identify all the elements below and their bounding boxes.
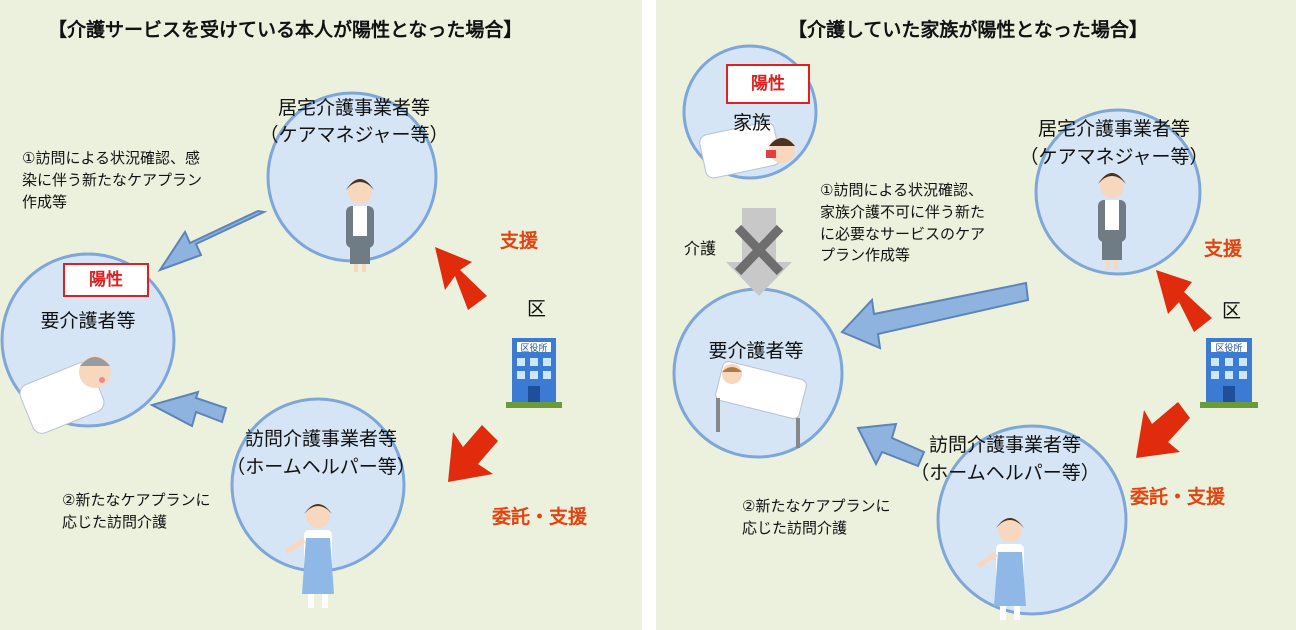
patient-in-bed-figure [19,356,111,434]
family-label: 家族 [732,112,771,134]
note-1: ①訪問による状況確認、感 染に伴う新たなケアプラン 作成等 [22,148,202,213]
right-panel-title: 【介護していた家族が陽性となった場合】 [788,19,1148,41]
care-manager-figure [346,179,374,272]
red-arrow-support [435,247,487,310]
ward-office-building [506,338,562,408]
positive-badge: 陽性 [726,64,810,104]
delegate-support-label: 委託・支援 [1130,486,1226,508]
note-2-line: 応じた訪問介護 [742,518,848,537]
note-1-line: ①訪問による状況確認、 [820,181,983,199]
note-1-line: プラン作成等 [820,246,911,265]
left-diagram-graphics: 区役所 [0,91,562,608]
visit-office-circle [936,424,1128,616]
patient-label: 要介護者等 [40,310,136,332]
care-blocked-arrow [726,208,792,296]
red-arrow-support [1156,270,1212,332]
ward-office-sign: 区役所 [1215,342,1242,354]
visit-office-label-line2: （ホームヘルパー等） [226,456,416,478]
positive-badge: 陽性 [63,263,149,297]
left-panel-title: 【介護サービスを受けている本人が陽性となった場合】 [48,19,523,41]
ward-label: 区 [527,298,547,320]
care-office-label-line2: （ケアマネジャー等） [1019,146,1209,168]
sick-family-figure [699,121,795,179]
blue-arrow-visit-to-patient [149,390,228,428]
note-2: ②新たなケアプランに 応じた訪問介護 [62,490,210,534]
home-helper-figure [284,504,334,608]
ward-office-sign: 区役所 [520,342,547,354]
note-2: ②新たなケアプランに 応じた訪問介護 [742,496,890,540]
blue-arrow-visit-to-patient [856,422,926,468]
visit-office-label-line1: 訪問介護事業者等 [244,428,397,450]
care-office-label-line1: 居宅介護事業者等 [1037,118,1190,140]
note-1: ①訪問による状況確認、 家族介護不可に伴う新た に必要なサービスのケア プラン作… [820,180,985,267]
delegate-support-label: 委託・支援 [492,506,588,528]
blue-arrow-care-to-patient [157,209,268,272]
support-label: 支援 [1204,238,1243,260]
note-1-line: 染に伴う新たなケアプラン [22,170,203,189]
ward-office-building [1200,338,1258,408]
ward-label: 区 [1222,300,1242,322]
note-1-line: 家族介護不可に伴う新た [820,202,986,221]
care-office-label-line1: 居宅介護事業者等 [277,97,430,119]
blue-arrow-care-to-patient [840,281,1030,350]
left-panel: 区役所 【介護サービスを受けている本人が陽性となった場合】 居宅介護事業者等 （… [0,0,642,630]
right-diagram-graphics: 区役所 [672,44,1258,620]
care-label: 介護 [684,239,717,258]
note-1-line: に必要なサービスのケア [820,224,986,243]
patient-label: 要介護者等 [708,340,804,362]
visit-office-label-line1: 訪問介護事業者等 [928,434,1081,456]
note-1-line: ①訪問による状況確認、感 [22,149,200,167]
home-helper-figure [976,518,1026,620]
support-label: 支援 [500,230,539,252]
red-arrow-delegate [1136,402,1190,458]
note-1-line: 作成等 [22,192,68,211]
note-2-line: ②新たなケアプランに [62,491,211,509]
red-arrow-delegate [448,425,498,482]
visit-office-label-line2: （ホームヘルパー等） [910,462,1100,484]
patient-bed-figure [715,360,807,448]
care-manager-figure [1098,173,1126,270]
note-2-line: ②新たなケアプランに [742,497,891,515]
care-office-label-line2: （ケアマネジャー等） [259,124,449,146]
right-panel: 区役所 【介護していた家族が陽性となった場合】 陽性 家族 居宅介護事業者等 （… [656,0,1296,630]
note-2-line: 応じた訪問介護 [62,512,168,531]
